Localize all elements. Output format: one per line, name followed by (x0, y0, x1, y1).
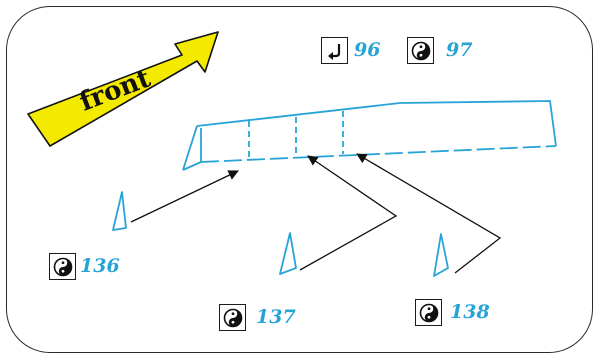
callout-97-number: 97 (446, 39, 473, 61)
callout-96: 96 (321, 37, 380, 64)
leader-line-138 (356, 153, 502, 274)
leader-line-137 (299, 155, 398, 271)
front-direction-arrow: front (27, 31, 219, 147)
yin-yang-icon (219, 304, 246, 331)
yin-yang-icon (49, 253, 76, 280)
wing-top-edge (196, 100, 557, 147)
wing-bottom-edge (200, 145, 557, 163)
yin-yang-icon (407, 37, 434, 64)
callout-138-number: 138 (450, 301, 490, 323)
callout-137-number: 137 (256, 306, 296, 328)
leader-lines (130, 153, 502, 274)
front-arrow-label: front (76, 63, 155, 117)
part-136-shape (112, 191, 127, 231)
small-parts (112, 191, 449, 277)
callout-97: 97 (407, 37, 472, 64)
part-137-shape (279, 232, 297, 275)
leader-line-136 (130, 170, 239, 223)
rounded-frame (6, 6, 593, 353)
callout-138: 138 (415, 299, 490, 326)
fold-arrow-icon (321, 37, 348, 64)
wing-part (182, 100, 557, 171)
callout-96-number: 96 (354, 39, 381, 61)
part-138-shape (433, 233, 449, 277)
front-arrow-shape (27, 31, 219, 147)
callout-137: 137 (219, 304, 296, 331)
wing-front-edge (182, 125, 198, 171)
callout-136: 136 (49, 253, 120, 280)
callout-136-number: 136 (80, 255, 120, 277)
yin-yang-icon (415, 299, 442, 326)
wing-left-tip (182, 161, 202, 171)
